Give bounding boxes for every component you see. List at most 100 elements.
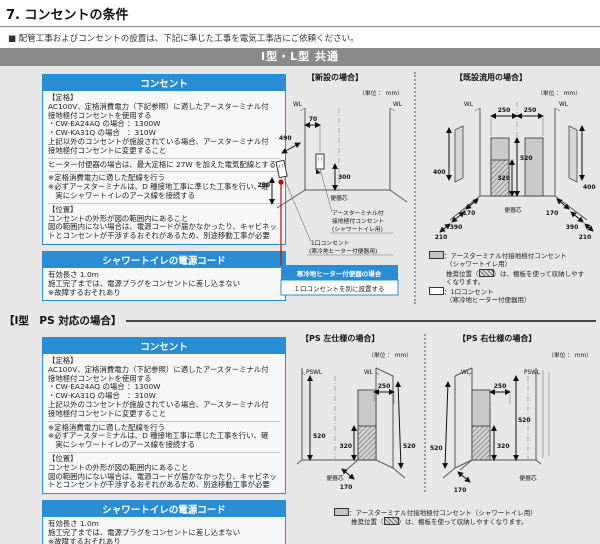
- toilet-center-label: 便器芯: [519, 474, 537, 482]
- pswl-label: PSWL: [524, 370, 541, 376]
- side-panel-left: 400: [433, 125, 464, 183]
- position-group: 【位置】コンセントの外形が図の範囲内にあること図の範囲内にない場合は、電源コード…: [48, 451, 280, 491]
- svg-text:(寒冷地ヒーター付便器用): (寒冷地ヒーター付便器用): [309, 247, 377, 255]
- svg-text:(シャワートイレ用): (シャワートイレ用): [332, 226, 383, 233]
- section-ps-title: 【I型 PS 対応の場合】: [4, 315, 122, 327]
- dim-250: 250: [373, 383, 395, 404]
- dim-250: 250: [257, 177, 275, 205]
- outlet-requirements-box: コンセント 【定格】AC100V、定格消費電力（下記参照）に適したアースターミナ…: [42, 74, 286, 245]
- section2-text-column: コンセント 【定格】AC100V、定格消費電力（下記参照）に適したアースターミナ…: [42, 337, 286, 544]
- dim-520-left: 520: [430, 381, 451, 469]
- svg-text:170: 170: [463, 210, 476, 217]
- svg-text:320: 320: [497, 175, 510, 182]
- diagram-ps-right: 【PS 右仕様の場合】 （単位 ： mm） WL PSWL: [430, 333, 592, 494]
- svg-text:390: 390: [450, 224, 463, 231]
- outlet-requirements-box-ps: コンセント 【定格】AC100V、定格消費電力（下記参照）に適したアースターミナ…: [42, 337, 286, 495]
- intro-note: ■ 配管工事およびコンセントの設置は、下記に準じた工事を電気工事店にご依頼くださ…: [8, 34, 359, 44]
- diagram-title: 【既設流用の場合】: [455, 72, 527, 82]
- wl-left-label: WL: [464, 102, 474, 108]
- svg-text:520: 520: [430, 445, 443, 452]
- dim-70: 70: [304, 116, 321, 152]
- page-title: 7. コンセントの条件: [6, 8, 129, 23]
- dim-320: 320: [491, 425, 510, 461]
- svg-text:170: 170: [546, 210, 559, 217]
- svg-text:アースターミナル付: アースターミナル付: [332, 209, 384, 217]
- rating-group: 【定格】AC100V、定格消費電力（下記参照）に適したアースターミナル付接地極付…: [48, 93, 269, 155]
- svg-text:250: 250: [378, 383, 391, 390]
- svg-text:520: 520: [520, 155, 533, 162]
- power-cord-title: シャワートイレの電源コード: [43, 501, 285, 518]
- outlet-box-title: コンセント: [43, 75, 285, 91]
- svg-text:寒冷地ヒーター付便器の場合: 寒冷地ヒーター付便器の場合: [297, 269, 382, 278]
- outlet-zone-right: [524, 137, 544, 197]
- dim-170: 170: [454, 471, 471, 494]
- diagram-divider-2: [424, 334, 426, 492]
- outlet-zone-left: [490, 137, 510, 197]
- outlet-zone: [344, 389, 377, 472]
- svg-text:400: 400: [433, 169, 446, 176]
- svg-text:接地極付コンセント: 接地極付コンセント: [332, 217, 384, 225]
- dim-520-left: 520: [307, 375, 326, 461]
- white-zone-swatch: [429, 286, 444, 295]
- gray-zone-swatch: [334, 508, 349, 516]
- rating-group: 【定格】AC100V、定格消費電力（下記参照）に適したアースターミナル付接地極付…: [48, 356, 269, 418]
- hatch-zone-swatch: [383, 517, 399, 526]
- outlet-box-body: 【定格】AC100V、定格消費電力（下記参照）に適したアースターミナル付接地極付…: [43, 91, 285, 244]
- unit-label: （単位 ： mm）: [537, 89, 581, 97]
- earth-outlet-callout: アースターミナル付 接地極付コンセント (シャワートイレ用): [319, 168, 393, 234]
- outlet-zone: [459, 389, 491, 471]
- svg-text:170: 170: [340, 484, 353, 491]
- dim-250-pair: 250 250: [490, 107, 544, 136]
- svg-text:520: 520: [518, 417, 531, 424]
- single-outlet-callout: 1口コンセント (寒冷地ヒーター付便器用): [283, 177, 393, 256]
- position-group: 【位置】コンセントの外形が図の範囲内にあること図の範囲内にない場合は、電源コード…: [48, 202, 280, 242]
- power-cord-title: シャワートイレの電源コード: [43, 251, 285, 268]
- diagram-title: 【PS 左仕様の場合】: [301, 333, 379, 343]
- walls: [449, 102, 588, 221]
- svg-text:520: 520: [313, 433, 326, 440]
- toilet-center-label: 便器芯: [330, 194, 348, 202]
- dim-490: 490: [279, 135, 301, 154]
- unit-label: （単位 ： mm）: [359, 89, 403, 97]
- dim-520-center: 520: [513, 375, 531, 461]
- svg-text:250: 250: [524, 107, 537, 114]
- diagram-divider-1: [414, 72, 416, 304]
- toilet-center-label: 便器芯: [504, 206, 522, 214]
- svg-text:70: 70: [309, 116, 317, 123]
- dim-320: 320: [339, 425, 357, 461]
- existing-reuse-legend: ：アースターミナル付接地極付コンセント （シャワートイレ用） 推奨位置（）は、棚…: [429, 251, 597, 304]
- dim-300: 300: [332, 163, 351, 191]
- diagram-existing-reuse: 【既設流用の場合】 （単位 ： mm） WL WL 250 250: [433, 72, 596, 241]
- diagram-new-installation: 【新設の場合】 （単位 ： mm） WL WL 70 300: [257, 72, 408, 296]
- section1-text-column: コンセント 【定格】AC100V、定格消費電力（下記参照）に適したアースターミナ…: [42, 74, 286, 302]
- outlet-left-wall-icon: [275, 159, 288, 179]
- diagram-ps-left: 【PS 左仕様の場合】 （単位 ： mm） PSWL WL 250: [296, 333, 416, 491]
- ps-legend: ：アースターミナル付接地極付コンセント（シャワートイレ用） 推奨位置（）は、棚板…: [334, 508, 596, 527]
- section-ps-header: 【I型 PS 対応の場合】: [4, 313, 596, 328]
- dim-320: 320: [497, 159, 515, 197]
- unit-label: （単位 ： mm）: [548, 351, 592, 359]
- dim-520-right: 520: [395, 381, 416, 469]
- svg-text:210: 210: [435, 234, 448, 241]
- wl-label: WL: [364, 370, 374, 376]
- side-panel-right: 400: [568, 125, 596, 191]
- svg-text:490: 490: [279, 135, 292, 142]
- svg-text:170: 170: [454, 487, 467, 494]
- dim-250: 250: [489, 383, 511, 404]
- floor-dims: 170 170 便器芯 390 210 390 210: [435, 198, 594, 241]
- heater-outlet-marker: [278, 179, 284, 185]
- svg-text:320: 320: [497, 443, 510, 450]
- svg-text:250: 250: [257, 182, 270, 189]
- wl-right-label: WL: [559, 102, 569, 108]
- svg-text:520: 520: [403, 443, 416, 450]
- pswl-label: PSWL: [306, 370, 323, 376]
- outlet-back-wall-icon: [315, 153, 325, 174]
- diagram-title: 【新設の場合】: [307, 72, 363, 82]
- cold-region-callout-box: 寒冷地ヒーター付便器の場合 １口コンセントを別に設置する: [280, 265, 399, 296]
